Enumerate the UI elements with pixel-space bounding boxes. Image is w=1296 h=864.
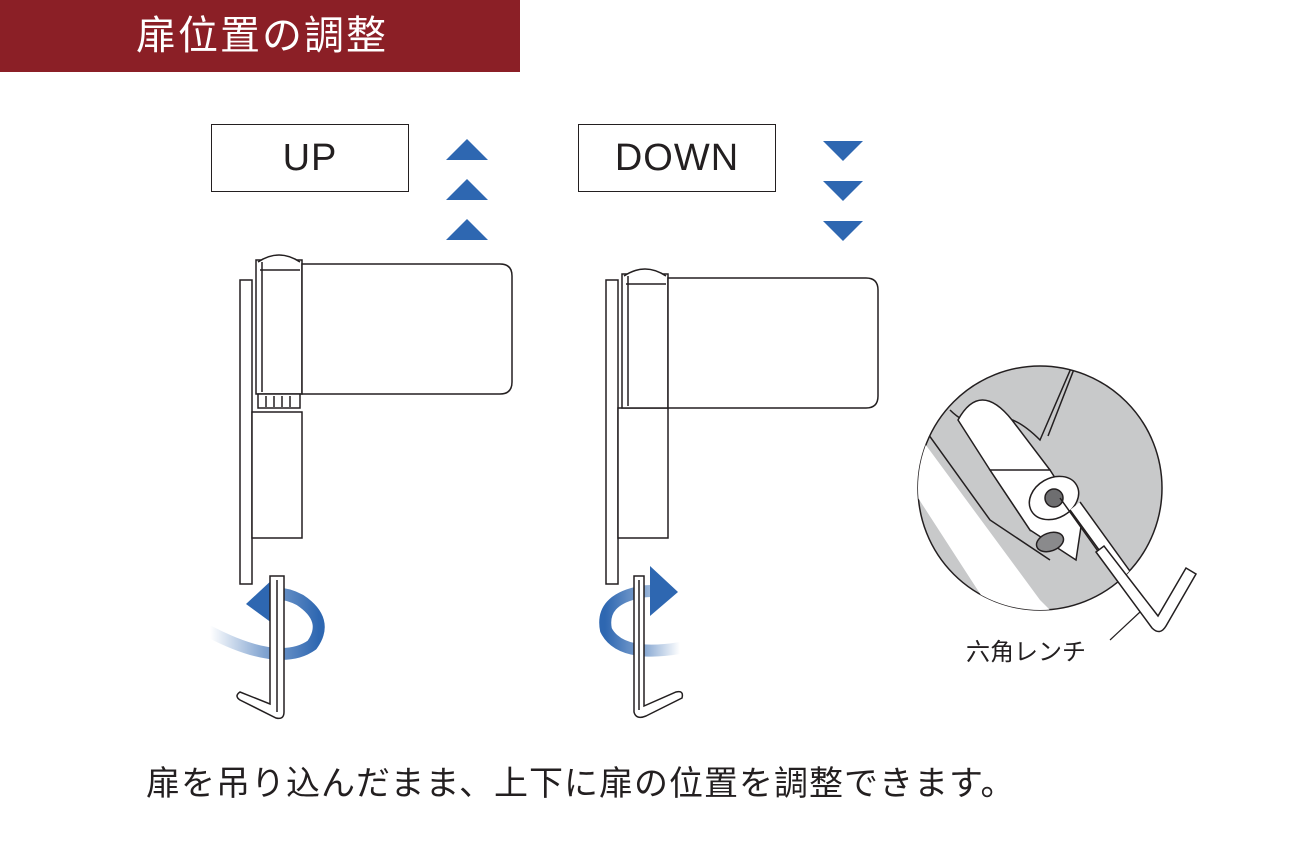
up-label: UP bbox=[282, 136, 338, 179]
down-label-box: DOWN bbox=[578, 124, 776, 192]
rotate-counterclockwise-icon bbox=[204, 578, 325, 660]
hex-wrench-right bbox=[633, 575, 684, 719]
hex-wrench-left bbox=[236, 575, 285, 720]
page-title: 扉位置の調整 bbox=[136, 13, 388, 59]
hinge-down bbox=[605, 268, 879, 585]
detail-view bbox=[917, 365, 1198, 641]
caption: 扉を吊り込んだまま、上下に扉の位置を調整できます。 bbox=[146, 764, 1016, 804]
title-banner: 扉位置の調整 bbox=[0, 0, 520, 72]
hinge-up bbox=[239, 254, 513, 585]
up-label-box: UP bbox=[211, 124, 409, 192]
triangle-up-icon bbox=[446, 139, 488, 240]
hex-wrench-label: 六角レンチ bbox=[966, 638, 1086, 666]
triangle-down-icon bbox=[823, 141, 863, 241]
down-label: DOWN bbox=[614, 136, 740, 179]
